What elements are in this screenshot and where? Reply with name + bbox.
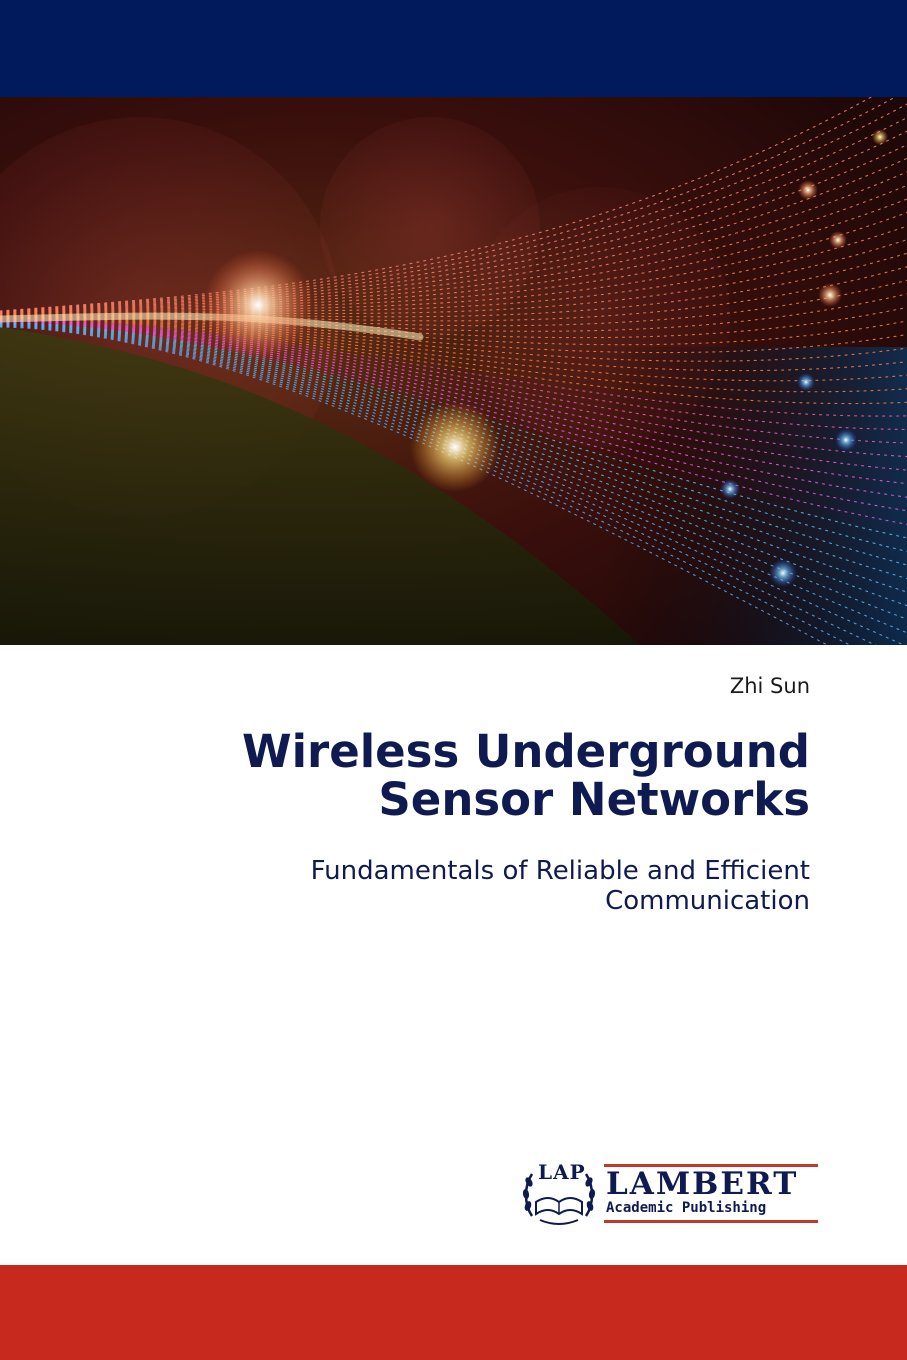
fiber-optic-illustration	[0, 97, 907, 645]
book-title: Wireless Underground Sensor Networks	[110, 728, 810, 824]
subtitle-line-2: Communication	[605, 886, 810, 916]
open-book-laurel-icon: LAP	[520, 1158, 598, 1232]
publisher-tagline: Academic Publishing	[606, 1200, 767, 1216]
publisher-logo: LAP LAMBERT Academic Publishing	[520, 1158, 820, 1232]
publisher-name: LAMBERT	[606, 1166, 799, 1202]
author-name: Zhi Sun	[729, 674, 810, 698]
emblem-text: LAP	[538, 1160, 586, 1184]
bottom-color-band	[0, 1265, 907, 1360]
top-color-band	[0, 0, 907, 97]
title-line-2: Sensor Networks	[378, 773, 810, 826]
logo-rule-bottom	[604, 1220, 818, 1223]
logo-rule-top	[604, 1164, 818, 1167]
cover-artwork	[0, 97, 907, 645]
book-subtitle: Fundamentals of Reliable and Efficient C…	[110, 856, 810, 916]
subtitle-line-1: Fundamentals of Reliable and Efficient	[310, 856, 810, 886]
title-line-1: Wireless Underground	[241, 725, 810, 778]
